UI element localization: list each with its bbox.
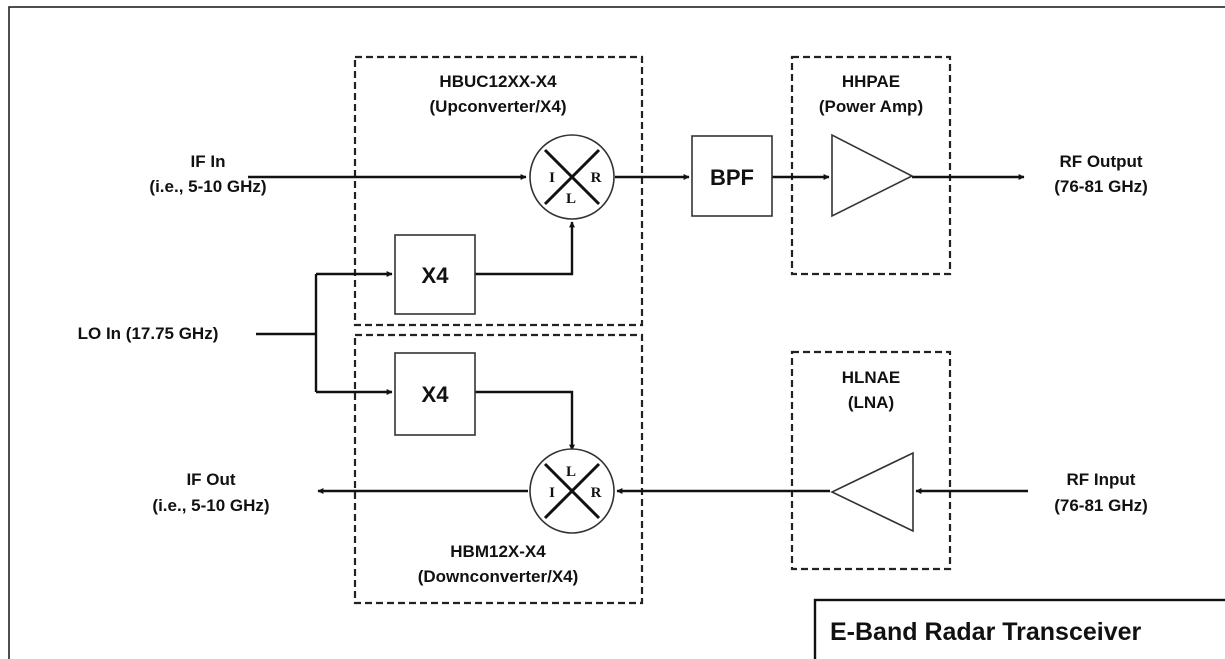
rf-input-range: (76-81 GHz) — [1054, 496, 1148, 515]
power-amp-module-boundary — [790, 55, 952, 276]
diagram-title: E-Band Radar Transceiver — [830, 618, 1142, 646]
lna-symbol — [830, 451, 914, 533]
rf-output-range: (76-81 GHz) — [1054, 177, 1148, 196]
upconverter-name: HBUC12XX-X4 — [439, 72, 557, 91]
bpf-label: BPF — [710, 165, 754, 190]
power-amp-desc: (Power Amp) — [819, 97, 923, 116]
top-x4-to-mixer-wire — [475, 221, 575, 276]
rf-input-label: RF Input — [1067, 470, 1136, 489]
downconverter-module-boundary — [353, 333, 644, 605]
bottom-x4-to-mixer-wire — [475, 390, 575, 451]
rf-output-label: RF Output — [1059, 152, 1142, 171]
up-mixer-port-r: R — [591, 170, 602, 186]
multiplier-bottom-block — [394, 352, 476, 436]
upconverter-mixer-symbol — [529, 134, 615, 220]
downconverter-desc: (Downconverter/X4) — [418, 567, 579, 586]
if-out-range: (i.e., 5-10 GHz) — [152, 496, 269, 515]
power-amp-name: HHPAE — [842, 72, 900, 91]
down-mixer-port-l: L — [566, 464, 576, 480]
lna-name: HLNAE — [842, 368, 901, 387]
if-out-label: IF Out — [186, 470, 235, 489]
lna-module-boundary — [790, 350, 952, 571]
upconverter-desc: (Upconverter/X4) — [430, 97, 567, 116]
power-amp-symbol — [831, 133, 914, 218]
up-mixer-port-i: I — [549, 170, 555, 186]
multiplier-bottom-label: X4 — [422, 382, 450, 407]
lo-in-label: LO In (17.75 GHz) — [78, 324, 219, 343]
if-in-label: IF In — [191, 152, 226, 171]
multiplier-top-label: X4 — [422, 263, 450, 288]
downconverter-mixer-symbol — [529, 448, 615, 534]
title-box — [813, 598, 1225, 659]
diagram-frame — [8, 6, 1225, 659]
upconverter-module-boundary — [353, 55, 644, 327]
down-mixer-port-i: I — [549, 485, 555, 501]
if-in-range: (i.e., 5-10 GHz) — [149, 177, 266, 196]
lna-desc: (LNA) — [848, 393, 894, 412]
bpf-block — [691, 135, 773, 217]
down-mixer-port-r: R — [591, 485, 602, 501]
multiplier-top-block — [394, 234, 476, 315]
downconverter-name: HBM12X-X4 — [450, 542, 546, 561]
up-mixer-port-l: L — [566, 191, 576, 207]
